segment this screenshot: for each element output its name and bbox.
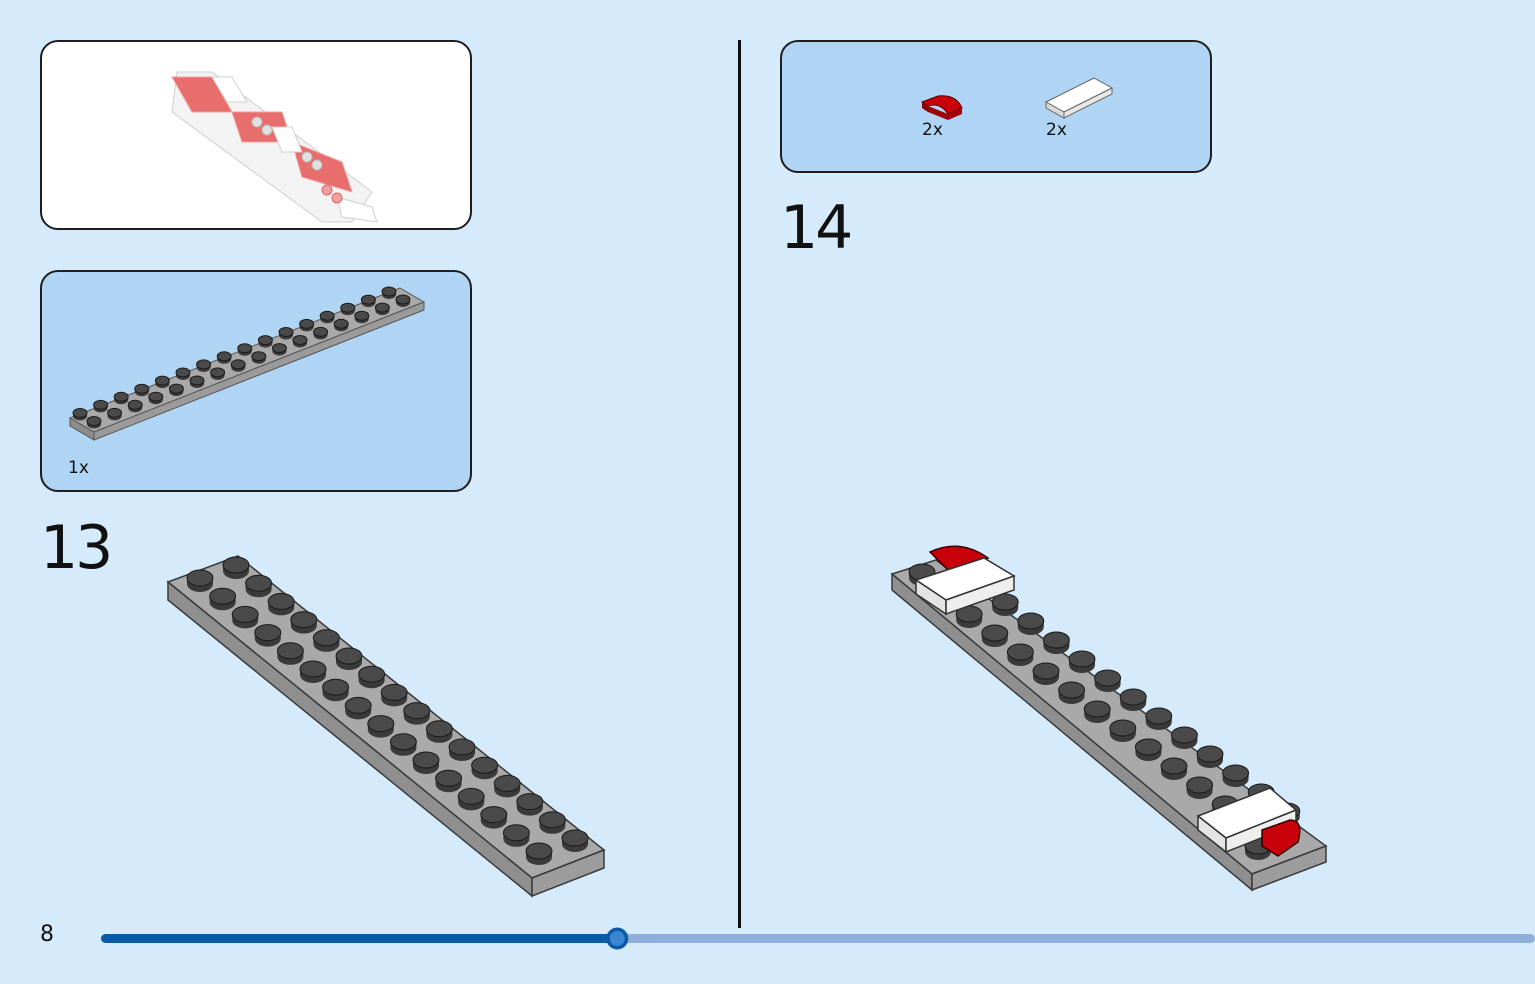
parts-list-panel-step-13: 1x [40,270,472,492]
part-quantity: 2x [1046,120,1067,140]
step-number-14: 14 [780,193,853,263]
red-quarter-round-tile-icon [920,95,963,120]
part-quantity: 2x [922,120,943,140]
step-number-13: 13 [40,513,113,583]
column-divider [738,40,741,928]
assembled-model-preview-icon [171,71,378,223]
gray-plate-2x16-icon [68,286,426,441]
model-preview-panel [40,40,472,230]
page-number: 8 [40,922,54,947]
parts-list-panel-step-14: 2x 2x [780,40,1212,173]
step-13-plate-icon [166,555,606,898]
white-tile-1x2-icon [1044,77,1114,119]
progress-bar [101,927,1535,950]
step-14-assembly-icon [890,545,1328,892]
part-quantity: 1x [68,458,89,478]
progress-knob [606,927,629,950]
